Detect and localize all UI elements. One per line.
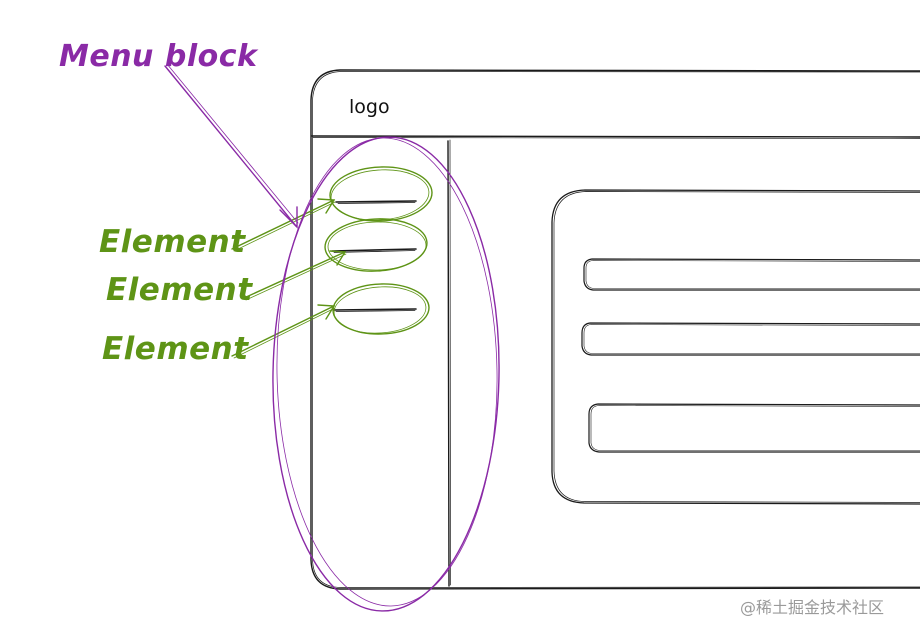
content-row-3 <box>588 403 920 453</box>
element-arrow-3 <box>231 305 335 357</box>
menu-item-line-2 <box>331 248 417 252</box>
element-arrow-2 <box>243 251 346 299</box>
content-row-1 <box>583 258 920 291</box>
element-label-3: Element <box>102 331 249 367</box>
element-arrow-1 <box>231 199 335 250</box>
content-rows <box>581 258 920 453</box>
element-label-1: Element <box>99 224 246 260</box>
app-window-frame <box>310 69 920 590</box>
element-label-2: Element <box>106 272 253 308</box>
menu-items <box>331 200 417 312</box>
content-row-2 <box>581 322 920 356</box>
menu-block-label: Menu block <box>59 39 259 74</box>
content-card <box>551 189 920 505</box>
logo-text: logo <box>349 96 390 118</box>
watermark: @稀土掘金技术社区 <box>740 598 884 617</box>
menu-block-arrow <box>164 65 297 227</box>
menu-block-ellipse <box>272 136 500 612</box>
menu-item-line-3 <box>333 308 417 311</box>
element-circle-3 <box>332 283 430 335</box>
element-circle-1 <box>329 166 433 222</box>
menu-block-annotation <box>164 63 500 612</box>
element-circle-2 <box>324 218 428 272</box>
menu-item-line-1 <box>335 200 417 203</box>
element-annotations <box>231 166 433 359</box>
